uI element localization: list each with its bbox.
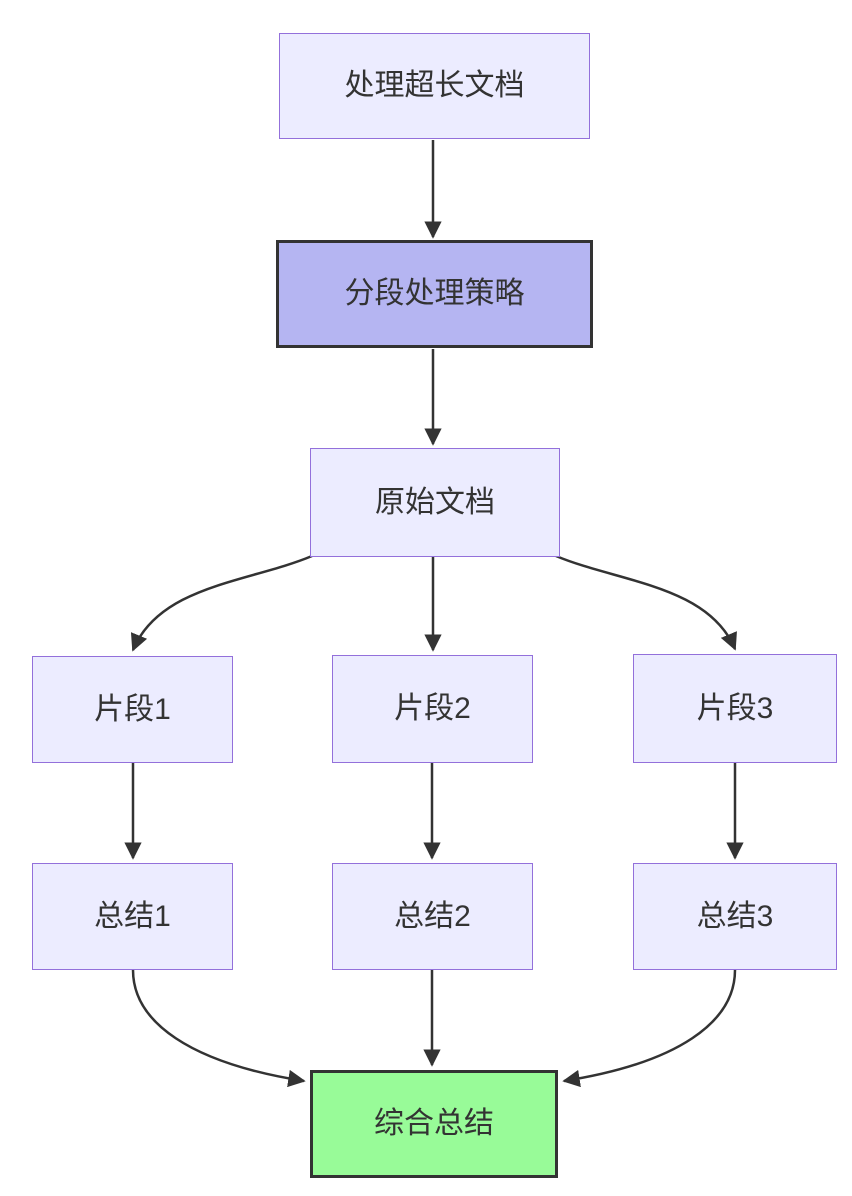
edge-original-to-frag3: [555, 554, 737, 651]
node-final-summary-label: 综合总结: [374, 1107, 494, 1140]
node-fragment-2: 片段2: [332, 655, 533, 763]
node-fragment-2-label: 片段2: [394, 692, 471, 725]
node-final-summary: 综合总结: [310, 1070, 558, 1178]
node-summary-2-label: 总结2: [394, 899, 471, 933]
node-original-doc: 原始文档: [310, 448, 560, 557]
node-fragment-3-label: 片段3: [696, 691, 774, 725]
node-summary-3: 总结3: [633, 863, 837, 970]
node-fragment-1: 片段1: [32, 656, 233, 763]
node-original-doc-label: 原始文档: [375, 485, 495, 519]
node-summary-3-label: 总结3: [696, 899, 774, 933]
node-summary-1: 总结1: [32, 863, 233, 970]
node-summary-2: 总结2: [332, 863, 533, 970]
node-summary-1-label: 总结1: [94, 899, 171, 933]
node-process-long-doc-label: 处理超长文档: [344, 69, 525, 102]
edge-sum1-to-final: [131, 969, 306, 1088]
node-process-long-doc: 处理超长文档: [279, 33, 590, 139]
node-segmentation-strategy-label: 分段处理策略: [344, 277, 525, 310]
node-fragment-1-label: 片段1: [94, 692, 171, 726]
node-segmentation-strategy: 分段处理策略: [276, 240, 593, 348]
edge-original-to-frag1: [130, 554, 313, 652]
node-fragment-3: 片段3: [633, 654, 837, 763]
edge-sum3-to-final: [562, 969, 737, 1088]
